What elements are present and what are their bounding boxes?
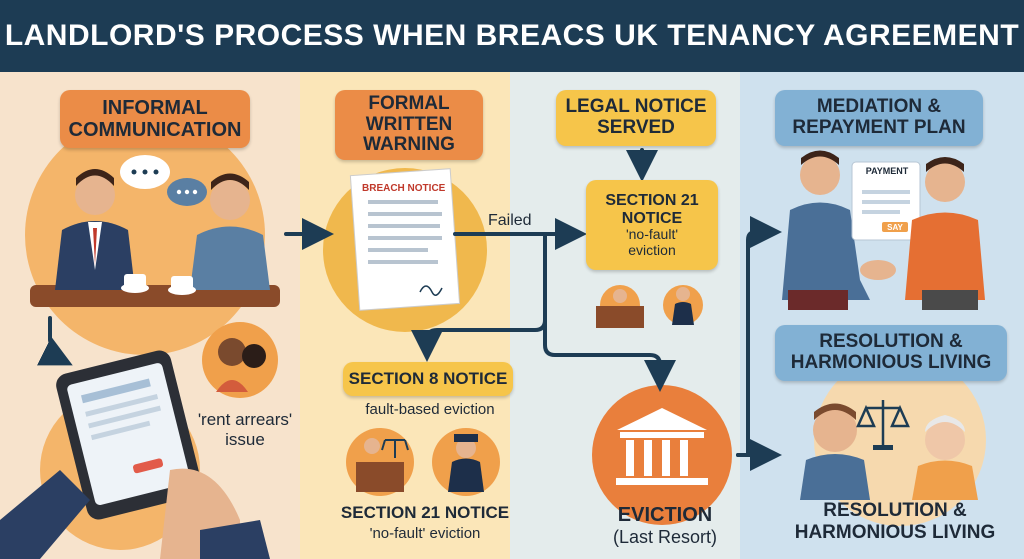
tablet-illustration bbox=[0, 350, 270, 559]
page-title: LANDLORD'S PROCESS WHEN BREACS UK TENANC… bbox=[4, 19, 1020, 52]
step-mediation-repayment-plan: MEDIATION & REPAYMENT PLAN bbox=[775, 90, 983, 146]
section21-title-line1: SECTION 21 bbox=[605, 192, 699, 210]
failed-label: Failed bbox=[488, 212, 532, 229]
section21-bottom-label: SECTION 21 NOTICE bbox=[340, 503, 510, 522]
section21-sub-line2: eviction bbox=[628, 241, 676, 258]
eviction-sub-label: (Last Resort) bbox=[612, 527, 718, 547]
handshake-illustration bbox=[782, 150, 985, 310]
meeting-illustration bbox=[25, 115, 280, 355]
rent-arrears-label: 'rent arrears' issue bbox=[190, 410, 300, 450]
court-scene-illustration bbox=[346, 428, 500, 496]
step-formal-written-warning: FORMAL WRITTEN WARNING bbox=[335, 90, 483, 160]
section21-sub-line1: 'no-fault' bbox=[625, 226, 679, 243]
say-badge: SAY bbox=[887, 223, 903, 232]
rent-arrears-line1: 'rent arrears' bbox=[197, 410, 293, 429]
section8-notice-label: SECTION 8 NOTICE bbox=[343, 362, 513, 396]
section8-sub-label: fault-based eviction bbox=[365, 401, 495, 418]
courthouse-illustration bbox=[592, 385, 732, 525]
worried-tenant-illustration bbox=[202, 322, 278, 398]
section21-notice-card: SECTION 21 NOTICE 'no-fault' eviction bbox=[586, 180, 718, 270]
flow-arrows bbox=[36, 148, 782, 471]
eviction-label: EVICTION bbox=[617, 504, 713, 526]
section21-scene-illustration bbox=[596, 285, 703, 328]
breach-notice-heading: BREACH NOTICE bbox=[362, 183, 446, 194]
step-resolution-top: RESOLUTION & HARMONIOUS LIVING bbox=[775, 325, 1007, 381]
rent-arrears-line2: issue bbox=[225, 430, 265, 449]
section21-title-line2: NOTICE bbox=[621, 209, 683, 227]
payment-heading: PAYMENT bbox=[865, 166, 909, 176]
section21-bottom-sub: 'no-fault' eviction bbox=[369, 525, 481, 542]
step-resolution-bottom: RESOLUTION & HARMONIOUS LIVING bbox=[794, 500, 996, 543]
step-legal-notice-served: LEGAL NOTICE SERVED bbox=[556, 90, 716, 146]
breach-notice-illustration bbox=[323, 168, 487, 332]
step-informal-communication: INFORMAL COMMUNICATION bbox=[60, 90, 250, 148]
header-bar: LANDLORD'S PROCESS WHEN BREACS UK TENANC… bbox=[0, 0, 1024, 72]
happy-neighbours-illustration bbox=[800, 354, 986, 526]
